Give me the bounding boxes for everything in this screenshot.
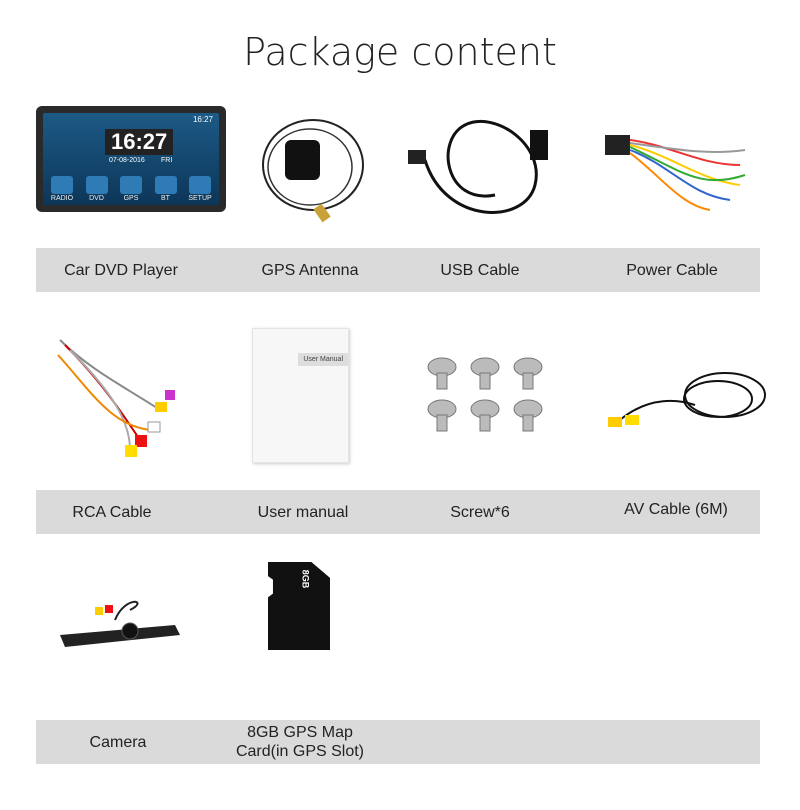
label-user-manual: User manual	[257, 503, 349, 521]
label-gps-antenna: GPS Antenna	[261, 261, 359, 279]
clock: 16:27	[105, 129, 174, 155]
gps-antenna-image	[262, 119, 364, 223]
radio-app-icon	[51, 176, 73, 194]
day: FRI	[161, 157, 173, 164]
rca-cable-image	[57, 339, 175, 457]
date: 07-08-2016	[109, 157, 145, 164]
label-screws: Screw*6	[450, 503, 510, 521]
dvd-app-icon	[85, 176, 108, 194]
screws-image	[427, 357, 543, 432]
bt-app-label: BT	[161, 195, 170, 202]
setup-app-label: SETUP	[188, 195, 212, 202]
av-cable-image	[608, 372, 766, 427]
label-sd-card: 8GB GPS Map Card(in GPS Slot)	[235, 724, 365, 760]
car-dvd-player-image: 16:27 16:27 07-08-2016 FRI RADIO DVD GPS…	[36, 106, 226, 212]
label-av-cable: AV Cable (6M)	[624, 500, 728, 518]
row-1-label-bar: Car DVD Player GPS Antenna USB Cable Pow…	[36, 248, 760, 292]
page-title: Package content	[243, 30, 557, 74]
camera-image	[60, 600, 180, 647]
label-camera: Camera	[89, 733, 147, 751]
bt-app-icon	[154, 176, 177, 194]
dvd-app-label: DVD	[89, 195, 104, 202]
sd-card-label: 8GB	[300, 569, 311, 589]
row-2-label-bar: RCA Cable User manual Screw*6 AV Cable (…	[36, 490, 760, 534]
manual-cover-title: User Manual	[298, 353, 348, 366]
gps-app-icon	[120, 176, 142, 194]
user-manual-image: User Manual	[252, 328, 349, 463]
radio-app-label: RADIO	[50, 195, 74, 202]
power-cable-image	[605, 135, 746, 211]
label-power-cable: Power Cable	[626, 261, 718, 279]
setup-app-icon	[189, 176, 211, 194]
gps-app-label: GPS	[123, 195, 139, 202]
label-car-dvd-player: Car DVD Player	[64, 261, 178, 279]
label-rca-cable: RCA Cable	[72, 503, 152, 521]
label-usb-cable: USB Cable	[440, 261, 520, 279]
sd-card-image: 8GB	[268, 562, 330, 650]
row-3-label-bar: Camera 8GB GPS Map Card(in GPS Slot)	[36, 720, 760, 764]
status-time: 16:27	[192, 115, 213, 124]
usb-cable-image	[408, 119, 548, 214]
